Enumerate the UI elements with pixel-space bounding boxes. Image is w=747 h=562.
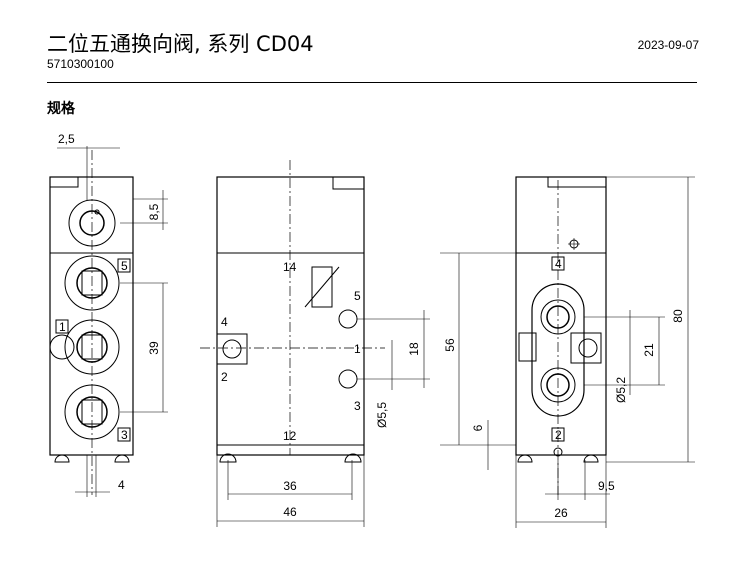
dim-18-label: 18 xyxy=(407,342,421,356)
dim-36-label: 36 xyxy=(283,479,297,493)
front-view xyxy=(49,146,168,497)
port-2-box-label: 2 xyxy=(555,428,562,442)
document-title: 二位五通换向阀, 系列 CD04 xyxy=(47,32,314,56)
port-12-label: 12 xyxy=(283,429,297,443)
port-14-label: 14 xyxy=(283,260,297,274)
port-5-side-label: 5 xyxy=(354,289,361,303)
dim-pitch-label: 39 xyxy=(147,341,161,355)
dim-offset-label: 2,5 xyxy=(58,132,75,146)
dim-46-label: 46 xyxy=(283,505,297,519)
dim-top-label: 8,5 xyxy=(147,203,161,220)
dim-95-label: 9,5 xyxy=(598,479,615,493)
dim-26-label: 26 xyxy=(554,506,568,520)
dim-bottom-label: 4 xyxy=(118,478,125,492)
port-1-side-label: 1 xyxy=(354,342,361,356)
dim-80-label: 80 xyxy=(671,309,685,323)
dim-56-label: 56 xyxy=(443,338,457,352)
header-divider xyxy=(47,82,697,83)
middle-view xyxy=(200,160,430,527)
dim-6-label: 6 xyxy=(471,424,485,431)
port-2-label: 2 xyxy=(221,370,228,384)
port-3-label: 3 xyxy=(121,428,128,442)
part-number: 5710300100 xyxy=(47,57,114,71)
port-4-label: 4 xyxy=(221,315,228,329)
port-4-box-label: 4 xyxy=(555,257,562,271)
port-5-label: 5 xyxy=(121,259,128,273)
side-view xyxy=(440,176,695,528)
port-1-label: 1 xyxy=(59,320,66,334)
dim-21-label: 21 xyxy=(642,343,656,357)
port-3-side-label: 3 xyxy=(354,399,361,413)
dim-dia55-label: Ø5,5 xyxy=(375,402,389,428)
section-title: 规格 xyxy=(47,101,75,117)
document-date: 2023-09-07 xyxy=(637,38,699,52)
dim-dia52-label: Ø5,2 xyxy=(614,377,628,403)
